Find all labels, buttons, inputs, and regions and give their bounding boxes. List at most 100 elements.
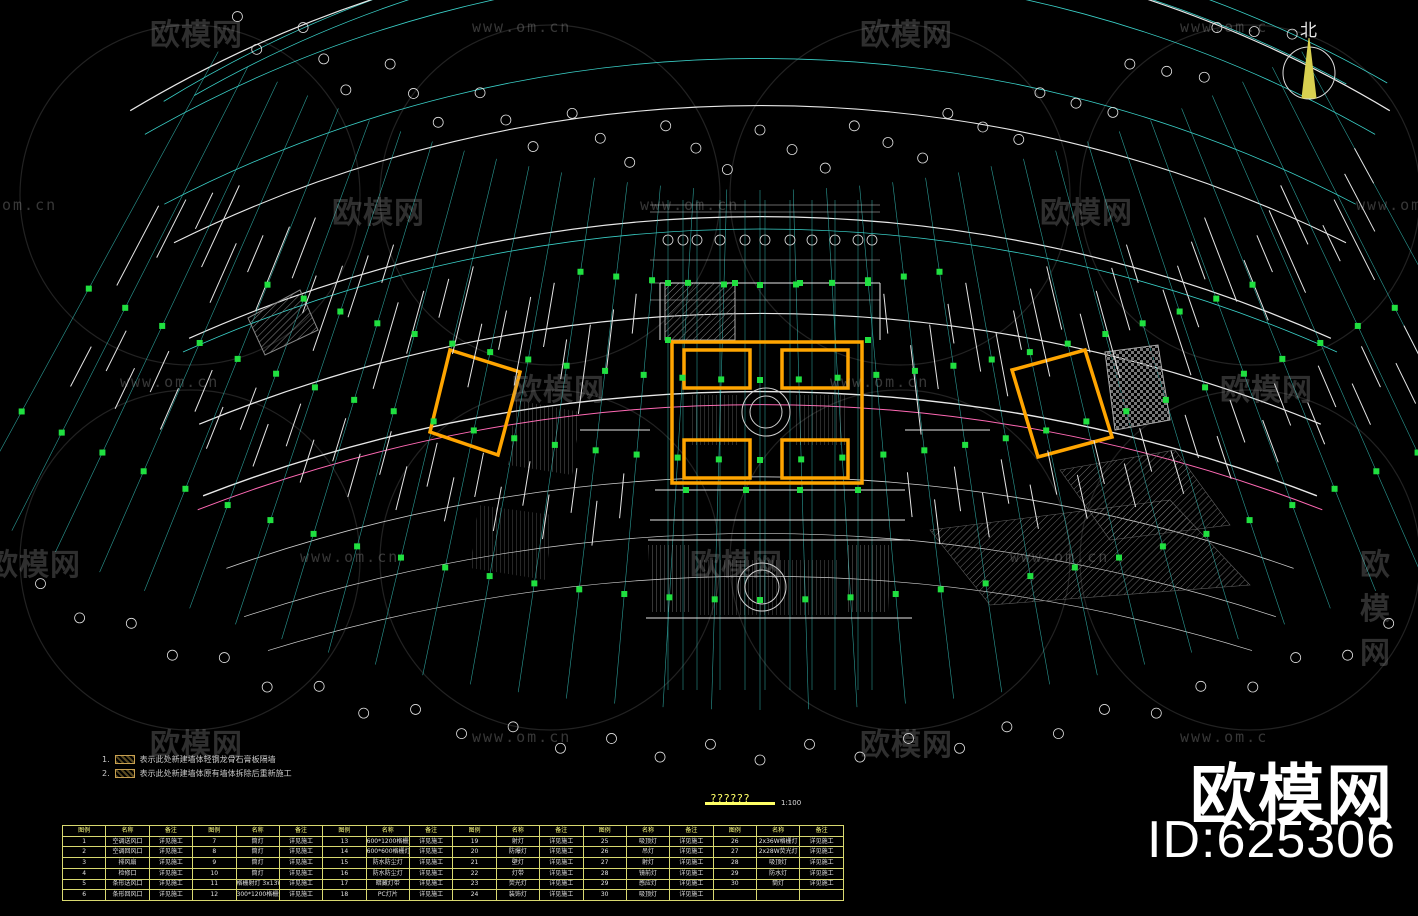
partition-wall — [438, 278, 450, 318]
legend-cell: 名称 — [105, 825, 150, 837]
partition-wall — [159, 388, 179, 430]
column-marker — [511, 435, 518, 442]
legend-cell: 名称 — [625, 825, 671, 837]
legend-cell: 27 — [582, 857, 627, 869]
axis-bubble — [1383, 617, 1395, 629]
column-marker — [757, 282, 763, 288]
column-marker — [795, 376, 802, 383]
partition-wall — [1029, 288, 1051, 377]
partition-wall — [631, 293, 637, 334]
note-1-swatch — [114, 755, 135, 764]
axis-bubble — [527, 141, 539, 152]
watermark-url: www.om.cn — [472, 728, 572, 746]
column-marker — [1064, 340, 1071, 347]
legend-cell: 2x36W格栅灯 — [755, 835, 801, 848]
axis-bubble — [942, 107, 954, 119]
legend-cell: 防爆灯 — [495, 846, 541, 859]
legend-cell: 名称 — [235, 825, 280, 837]
axis-bubble — [1161, 65, 1173, 77]
column-marker — [487, 349, 494, 356]
column-marker — [665, 337, 671, 343]
legend-cell: 备注 — [148, 825, 194, 837]
note-2-text: 表示此处新建墙体原有墙体拆除后重新施工 — [139, 769, 292, 778]
legend-cell: 详见施工 — [669, 857, 714, 869]
partition-wall — [312, 265, 343, 351]
axis-bubble — [1211, 22, 1223, 33]
partition-wall — [1013, 310, 1022, 350]
axis-bubble — [1013, 134, 1025, 145]
legend-cell: 镜前灯 — [625, 867, 671, 880]
legend-cell: 详见施工 — [669, 867, 714, 880]
drawing-title-underline — [705, 802, 775, 805]
axis-bubble — [1198, 71, 1210, 83]
legend-cell: 详见施工 — [669, 878, 714, 891]
drawing-title: ?????? — [710, 792, 750, 805]
legend-cell: 21 — [452, 857, 497, 869]
legend-cell: 24 — [452, 889, 497, 901]
legend-cell: 荧光灯 — [495, 878, 541, 891]
partition-wall — [114, 367, 135, 409]
column-marker — [1213, 295, 1220, 302]
partition-wall — [498, 310, 507, 350]
axis-bubble — [852, 234, 864, 246]
watermark-url: www.om.cn — [640, 196, 740, 214]
axis-bubble — [739, 234, 751, 246]
column-marker — [1027, 573, 1034, 580]
partition-wall — [1139, 428, 1153, 472]
column-marker — [1246, 517, 1253, 524]
legend-cell: 灯带 — [495, 867, 541, 880]
axis-bubble — [1247, 681, 1259, 693]
partition-wall — [591, 500, 598, 546]
axis-bubble — [1107, 107, 1119, 118]
legend-cell: 23 — [452, 878, 497, 891]
radial-axis-line — [662, 188, 694, 708]
column-marker — [665, 280, 671, 286]
partition-wall — [1256, 235, 1273, 273]
column-marker — [1071, 564, 1078, 571]
column-marker — [1202, 384, 1209, 391]
compass-label: 北 — [1300, 21, 1317, 41]
legend-cell: 详见施工 — [669, 889, 714, 901]
legend-cell: 16 — [322, 867, 367, 880]
column-marker — [715, 456, 722, 463]
column-marker — [449, 340, 456, 347]
legend-cell: 详见施工 — [408, 878, 454, 891]
partition-wall — [543, 282, 555, 347]
partition-wall — [619, 473, 625, 519]
column-marker — [743, 487, 749, 493]
legend-cell — [755, 889, 801, 901]
column-marker — [563, 362, 570, 369]
axis-bubble — [786, 144, 798, 155]
legend-cell: 详见施工 — [539, 857, 584, 869]
column-marker — [865, 337, 871, 343]
axis-bubble — [125, 617, 137, 629]
axis-bubble — [705, 738, 716, 750]
legend-cell: 详见施工 — [669, 846, 714, 859]
partition-wall — [1351, 383, 1371, 425]
partition-wall — [1125, 244, 1139, 283]
partition-wall — [929, 324, 939, 390]
column-marker — [182, 485, 189, 492]
radial-axis-line — [189, 120, 370, 609]
note-2: 2.表示此处新建墙体原有墙体拆除后重新施工 — [102, 768, 292, 779]
partition-wall — [1190, 241, 1206, 280]
legend-cell: 详见施工 — [669, 835, 714, 848]
axis-bubble — [566, 107, 578, 119]
radial-axis-line — [614, 185, 661, 704]
legend-cell: 15 — [322, 857, 367, 869]
column-marker — [900, 273, 907, 280]
radial-axis-line — [792, 189, 809, 710]
legend-cell: 图例 — [322, 825, 367, 837]
partition-wall — [156, 199, 187, 258]
axis-bubble — [261, 681, 273, 693]
column-marker — [757, 377, 763, 383]
axis-bubble — [232, 11, 243, 22]
column-marker — [798, 456, 805, 463]
axis-bubble — [1053, 728, 1064, 739]
partition-wall — [194, 192, 214, 229]
partition-wall — [426, 442, 438, 487]
legend-cell: 吸顶灯 — [625, 889, 671, 901]
partition-wall — [513, 296, 532, 386]
column-marker — [621, 591, 628, 598]
legend-cell: 详见施工 — [148, 889, 194, 901]
